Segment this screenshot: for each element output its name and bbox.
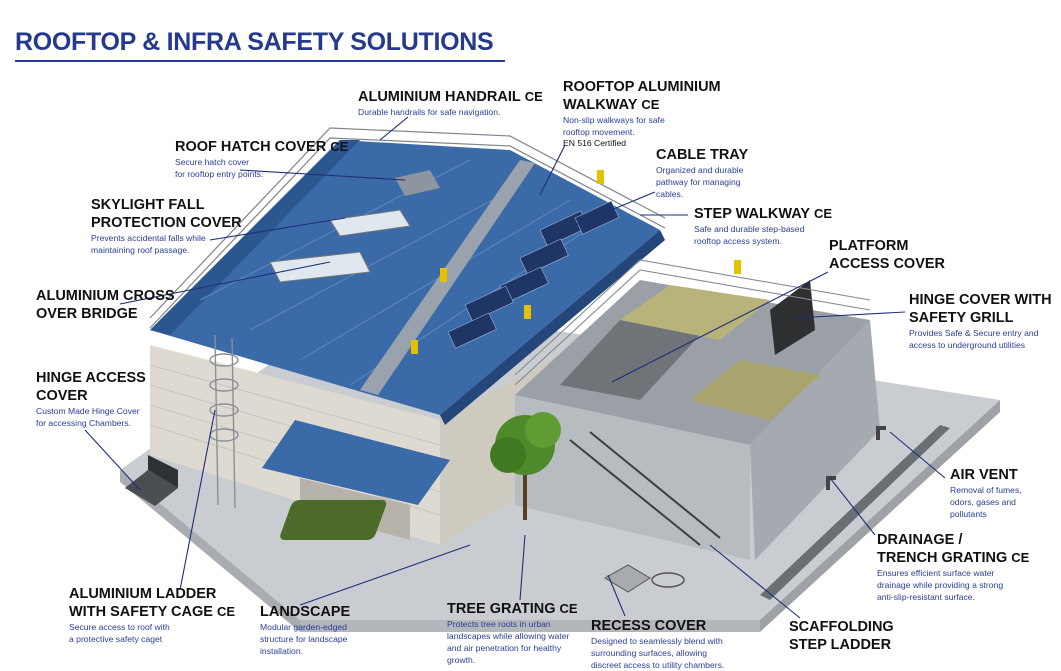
scaffolding-stair — [569, 431, 721, 546]
air-vent-pipe-2 — [826, 476, 836, 490]
skylight — [329, 209, 411, 237]
entrance-canopy — [262, 420, 450, 505]
roof-walkway — [360, 160, 535, 395]
worker — [597, 170, 604, 184]
air-vent-pipe — [876, 426, 886, 440]
page-title: ROOFTOP & INFRA SAFETY SOLUTIONS — [15, 28, 494, 56]
platform-cover — [560, 320, 700, 400]
worker-4 — [411, 340, 418, 354]
label-platform: PLATFORM ACCESS COVER — [829, 238, 946, 272]
water-tank-1 — [620, 285, 770, 340]
hinge-access-cover — [125, 470, 178, 506]
label-skylight: SKYLIGHT FALL PROTECTION COVER Prevents … — [91, 197, 242, 255]
skylight-2 — [269, 251, 371, 283]
ladder-with-cage — [209, 334, 239, 509]
label-recess: RECESS COVER Designed to seamlessly blen… — [591, 618, 725, 670]
label-cable-tray: CABLE TRAY Organized and durable pathway… — [656, 147, 749, 199]
tank-front-wall — [515, 395, 750, 560]
trench-grating — [760, 425, 950, 600]
roof-hatch — [395, 170, 440, 196]
recess-cover — [604, 564, 651, 593]
water-tank-2 — [690, 360, 820, 420]
label-hinge-grill: HINGE COVER WITH SAFETY GRILL Provides S… — [909, 292, 1052, 350]
tree-grating — [280, 500, 387, 540]
worker-3 — [524, 305, 531, 319]
label-air-vent: AIR VENT Removal of fumes, odors, gases … — [950, 467, 1022, 519]
label-cross-bridge: ALUMINIUM CROSS OVER BRIDGE — [36, 288, 175, 322]
label-hinge-access: HINGE ACCESS COVER Custom Made Hinge Cov… — [36, 370, 146, 428]
title-underline — [15, 60, 505, 62]
worker-5 — [734, 260, 741, 274]
manhole — [651, 572, 685, 588]
handrail-desc: Durable handrails for safe navigation. — [358, 107, 501, 117]
worker-2 — [440, 268, 447, 282]
label-scaffolding: SCAFFOLDING STEP LADDER — [789, 619, 894, 653]
label-landscape: LANDSCAPE Modular garden-edged structure… — [260, 604, 351, 656]
tank-side-wall — [750, 320, 880, 560]
leader-lines — [84, 116, 946, 619]
